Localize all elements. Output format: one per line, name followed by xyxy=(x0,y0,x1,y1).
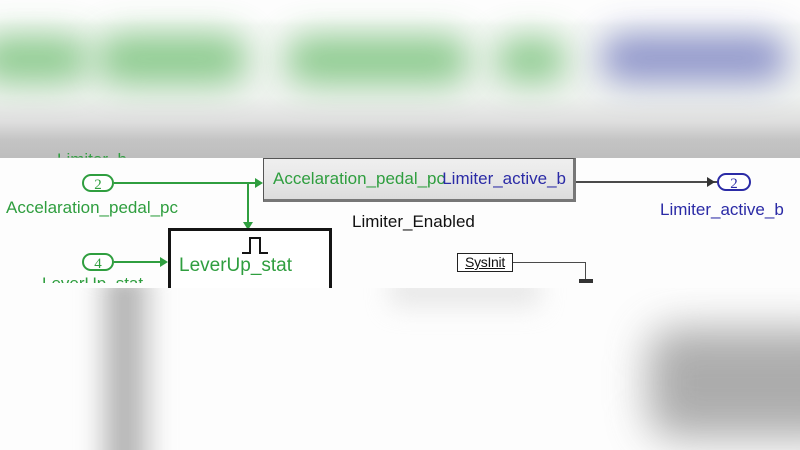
subsystem-name-caption: Limiter_Enabled xyxy=(352,212,475,231)
outport-2-block[interactable]: 2 xyxy=(717,173,751,192)
clipped-label-limiter-b: Limiter_b xyxy=(57,150,127,169)
wire-branch-down-to-trigger[interactable] xyxy=(247,182,249,228)
blurred-green-label-2 xyxy=(96,34,248,84)
subsystem-input-label: Accelaration_pedal_pc xyxy=(273,169,446,188)
wire-leverup-to-trigger[interactable] xyxy=(114,261,164,263)
subsystem-limiter-enabled[interactable]: Accelaration_pedal_pc Limiter_active_b xyxy=(263,158,576,202)
clipped-label-leverup-stat: LeverUp_stat xyxy=(42,274,144,293)
inport-2-block[interactable]: 2 xyxy=(82,174,114,193)
blurred-toolbar-band xyxy=(0,0,800,158)
wire-accel-to-limiter[interactable] xyxy=(114,182,259,184)
arrowhead-outport-input xyxy=(707,177,715,187)
triggered-block-input-label: LeverUp_stat xyxy=(179,255,293,276)
triggered-subsystem-block[interactable]: LeverUp_stat xyxy=(168,228,332,298)
wire-sysinit-out[interactable] xyxy=(513,262,586,263)
blurred-green-label-4 xyxy=(495,38,567,82)
inport-2-label: Accelaration_pedal_pc xyxy=(6,198,179,217)
arrowhead-limiter-input xyxy=(255,178,263,188)
wire-limiter-to-outport[interactable] xyxy=(576,181,718,183)
blurred-blue-label-1 xyxy=(600,34,788,82)
outport-2-label: Limiter_active_b xyxy=(660,200,784,219)
blurred-vertical-stripe xyxy=(88,288,164,450)
terminator-block[interactable] xyxy=(579,279,593,283)
wire-sysinit-down[interactable] xyxy=(585,262,586,280)
blurred-green-label-3 xyxy=(285,36,470,84)
blurred-right-blob xyxy=(648,328,800,438)
rising-pulse-icon xyxy=(241,235,269,260)
inport-4-block[interactable]: 4 xyxy=(82,253,114,272)
blurred-soft-highlight xyxy=(390,288,540,308)
blurred-canvas-footer xyxy=(0,288,800,450)
subsystem-output-label: Limiter_active_b xyxy=(442,169,566,188)
sysinit-block[interactable]: SysInit xyxy=(457,253,513,272)
arrowhead-triggered-block-input xyxy=(160,257,168,267)
blurred-green-label-1 xyxy=(0,36,90,82)
arrowhead-trigger-input xyxy=(243,222,253,230)
